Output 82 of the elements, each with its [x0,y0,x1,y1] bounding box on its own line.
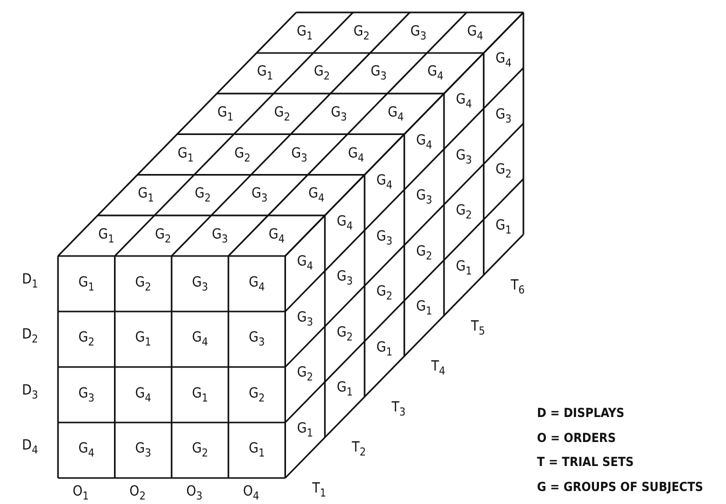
cell-label: G$_{4}$ [336,214,353,232]
cell-label: G$_{2}$ [234,146,250,163]
legend-text: D = DISPLAYS [537,406,624,420]
column-label: O$_{3}$ [186,484,202,502]
cell-label: G$_{4}$ [427,64,444,82]
depth-label: T$_{4}$ [431,360,446,377]
cell-label: G$_{2}$ [456,204,472,221]
cell-label: G$_{1}$ [296,24,313,42]
cell-label: G$_{2}$ [376,284,392,302]
cell-label: G$_{1}$ [217,105,234,122]
row-label: D$_{4}$ [22,438,38,456]
legend-text: G = GROUPS OF SUBJECTS [537,480,704,494]
cell-label: G$_{4}$ [348,146,364,163]
column-label: O$_{1}$ [72,484,89,502]
cell-label: G$_{2}$ [78,330,94,348]
cell-label: G$_{2}$ [248,386,265,404]
cell-label: G$_{2}$ [274,105,290,122]
cell-label: G$_{1}$ [98,227,114,244]
legend-text: O = ORDERS [537,432,616,444]
row-label: D$_{3}$ [22,383,38,400]
cell-label: G$_{2}$ [314,64,330,82]
depth-label: T$_{3}$ [392,400,406,418]
cell-label: G$_{1}$ [192,386,208,404]
cell-label: G$_{4}$ [388,105,404,122]
cell-label: G$_{2}$ [416,244,432,262]
cell-label: G$_{3}$ [192,275,208,292]
cell-label: G$_{1}$ [78,275,94,292]
cell-label: G$_{4}$ [496,52,512,69]
legend-text: T = TRIAL SETS [537,456,634,468]
cell-label: G$_{3}$ [336,270,353,287]
row-label: D$_{2}$ [22,328,38,345]
cell-label: G$_{2}$ [336,325,353,342]
cell-label: G$_{3}$ [496,107,512,124]
cell-label: G$_{2}$ [192,442,208,459]
cell-label: G$_{4}$ [467,24,484,42]
cell-label: G$_{4}$ [192,330,208,348]
cell-label: G$_{1}$ [178,146,194,163]
row-label: D$_{1}$ [22,272,38,290]
cell-label: G$_{4}$ [416,133,432,150]
cell-label: G$_{3}$ [297,310,314,328]
cell-label: G$_{1}$ [376,340,392,358]
column-label: O$_{4}$ [243,484,260,502]
cell-label: G$_{3}$ [212,227,228,244]
cell-label: G$_{1}$ [257,64,274,82]
cell-label: G$_{1}$ [336,380,353,398]
cell-label: G$_{3}$ [291,146,308,163]
cell-label: G$_{4}$ [308,186,324,204]
cell-label: G$_{3}$ [370,64,387,82]
cell-label: G$_{4}$ [135,386,152,404]
cell-label: G$_{4}$ [248,275,265,292]
cell-label: G$_{3}$ [248,330,265,348]
depth-label: T$_{1}$ [312,482,326,498]
cell-label: G$_{2}$ [155,227,172,244]
cell-label: G$_{4}$ [297,254,314,272]
cell-label: G$_{3}$ [330,105,347,122]
depth-label: T$_{5}$ [471,319,485,336]
cell-label: G$_{2}$ [354,24,370,42]
cell-label: G$_{2}$ [194,186,211,204]
cell-label: G$_{3}$ [78,386,94,404]
cell-label: G$_{1}$ [138,186,154,204]
cell-label: G$_{3}$ [135,442,152,459]
depth-label: T$_{6}$ [510,278,525,296]
cell-label: G$_{3}$ [416,188,432,206]
cell-label: G$_{4}$ [376,174,392,191]
cell-label: G$_{1}$ [297,421,314,438]
cell-label: G$_{1}$ [456,259,472,276]
cell-label: G$_{3}$ [252,186,268,204]
cell-label: G$_{2}$ [297,366,314,383]
cell-label: G$_{1}$ [135,330,152,348]
cell-label: G$_{3}$ [410,24,426,42]
cell-label: G$_{3}$ [456,148,472,166]
depth-label: T$_{2}$ [352,440,366,458]
cell-label: G$_{4}$ [268,227,285,244]
cell-label: G$_{1}$ [416,300,432,317]
cell-label: G$_{4}$ [78,442,94,459]
column-label: O$_{2}$ [129,484,146,502]
cell-label: G$_{1}$ [248,442,265,459]
cell-label: G$_{3}$ [376,229,392,246]
cell-label: G$_{2}$ [496,162,512,180]
cell-label: G$_{4}$ [456,92,472,110]
cell-label: G$_{1}$ [496,218,512,236]
cell-label: G$_{2}$ [135,275,152,292]
